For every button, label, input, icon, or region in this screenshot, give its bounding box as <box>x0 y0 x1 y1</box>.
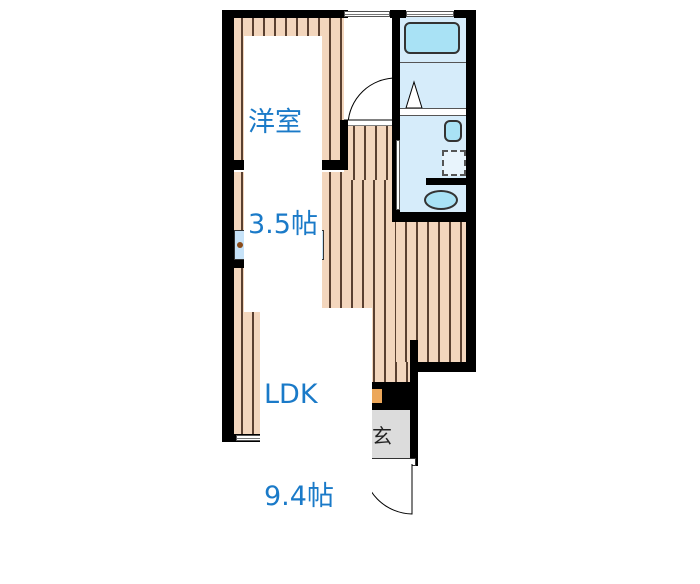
western-room-size: 3.5帖 <box>248 209 318 240</box>
partition-bar <box>426 178 466 185</box>
stove-burner-1-icon <box>237 242 243 248</box>
ldk-name: LDK <box>264 379 318 410</box>
bath-divider <box>400 62 466 63</box>
sliding-door <box>396 140 400 210</box>
washing-machine-space-icon <box>442 150 466 176</box>
ldk-floor-upper <box>344 120 396 180</box>
washbasin-icon <box>444 120 462 142</box>
wall-right <box>466 10 476 372</box>
door-swing-icon <box>344 77 396 126</box>
window-room <box>344 11 390 17</box>
ldk-floor-right <box>396 222 466 362</box>
wall-top-right <box>454 10 476 18</box>
wall-bath-bottom <box>392 212 476 222</box>
bath-divider-2 <box>400 108 466 116</box>
western-room-name: 洋室 <box>248 107 302 138</box>
wall-top-left <box>222 10 348 18</box>
floor-plan: 玄 洋室 3.5帖 LDK 9.4帖 <box>222 10 476 515</box>
wall-room-right <box>340 120 348 170</box>
wall-left <box>222 10 234 442</box>
triangle-icon <box>405 80 423 109</box>
entrance-label: 玄 <box>372 424 392 448</box>
toilet-icon <box>424 190 458 210</box>
ldk-size: 9.4帖 <box>264 481 334 512</box>
wall-bath-left <box>392 10 400 220</box>
western-room-label: 洋室 3.5帖 <box>244 36 322 312</box>
wall-right-bottom <box>410 362 476 372</box>
bathtub-icon <box>404 22 460 54</box>
ldk-label: LDK 9.4帖 <box>260 308 372 584</box>
window-bath <box>406 11 454 17</box>
